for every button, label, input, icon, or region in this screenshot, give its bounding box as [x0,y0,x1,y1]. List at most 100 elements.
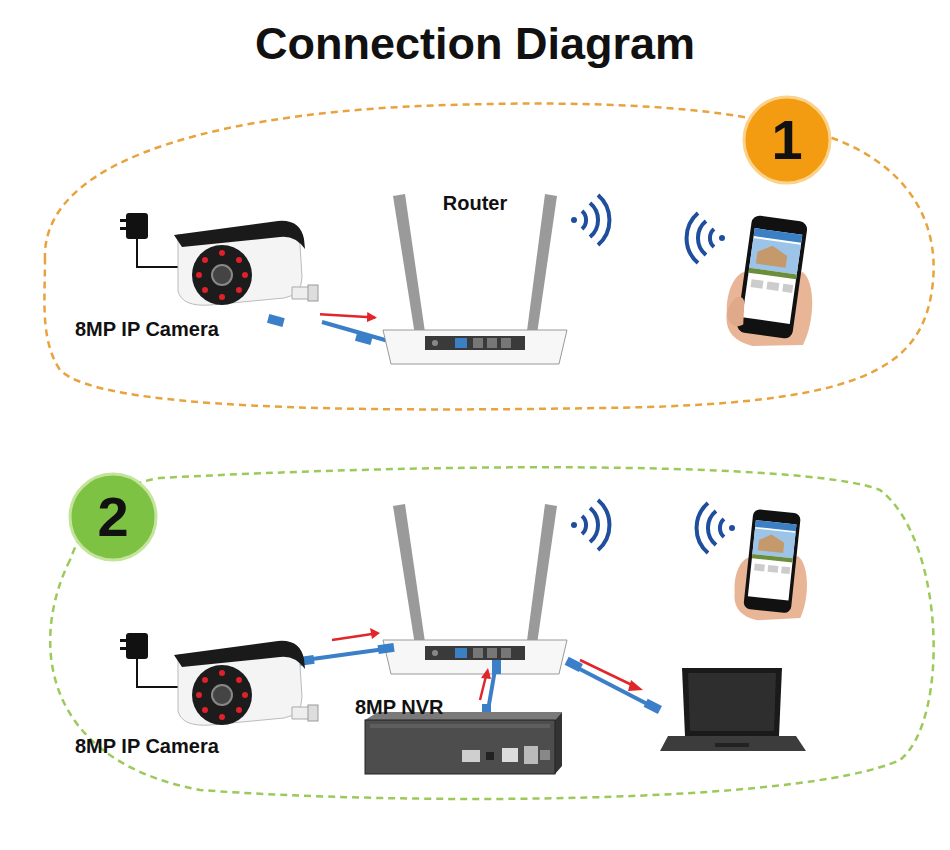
nvr-illustration [486,752,494,760]
router-illustration [455,648,467,658]
network-cable [298,628,395,666]
camera-illustration [126,213,148,239]
camera-illustration [126,633,148,659]
smartphone [743,509,801,614]
camera-illustration [70,625,320,735]
smartphone [768,565,779,573]
router-illustration [487,338,497,348]
wifi-signal [582,516,586,534]
router-illustration [425,336,525,350]
smartphone [782,284,793,293]
camera-illustration [202,287,208,293]
router-illustration [501,648,511,658]
wifi-signal [710,229,714,247]
camera-illustration [308,285,318,301]
camera-illustration [192,245,252,305]
network-cable [370,628,380,639]
wifi-signal [720,519,724,537]
laptop [715,743,749,747]
camera-illustration [137,239,182,267]
smartphone [781,566,790,574]
diagram-title: Connection Diagram [0,18,950,70]
wifi-signal [729,525,735,531]
device-label: 8MP IP Camera [75,318,219,341]
callout-circle [70,474,156,560]
laptop [660,736,806,751]
wifi-signal [582,211,586,229]
camera-illustration [174,221,305,249]
camera-illustration [242,272,248,278]
camera-illustration [219,294,225,300]
smartphone [754,564,765,572]
smartphone [736,215,808,340]
network-cable [480,676,486,700]
nvr-illustration [370,724,550,728]
smartphone [748,520,797,600]
nvr-node: 8MP NVR [350,690,565,785]
router-illustration [487,648,497,658]
nvr-illustration [524,746,538,764]
nvr-illustration [502,748,518,762]
nvr-illustration [462,750,480,762]
wifi-signal [708,511,716,545]
camera-illustration [236,257,242,263]
camera-illustration [174,641,305,669]
camera-illustration [70,205,320,315]
router-node: Router [375,188,575,368]
camera-illustration [192,665,252,725]
router-illustration [525,504,557,658]
router-illustration [393,194,427,348]
network-cable [355,332,373,345]
camera-illustration [202,257,208,263]
wifi-signal [571,217,577,223]
camera-illustration [120,647,128,650]
group-loop [50,467,933,799]
camera-illustration [137,659,182,687]
router-illustration [383,640,567,674]
laptop [688,673,776,731]
network-cable [644,699,662,714]
device-label: 8MP IP Camera [75,735,219,758]
camera-illustration [292,287,310,299]
smartphone [752,554,793,562]
smartphone [749,268,797,280]
wifi-signal [687,213,725,263]
smartphone [722,213,825,354]
smartphone [756,244,788,268]
network-cable [481,668,491,679]
wifi-signal [598,500,609,550]
wifi-signal [590,508,598,542]
camera-illustration [202,677,208,683]
camera-illustration [212,265,232,285]
camera-node: 8MP IP Camera [70,625,320,760]
camera-illustration [236,677,242,683]
network-cable [565,657,662,714]
device-label: Router [375,192,575,215]
smartphone [742,228,802,324]
laptop [682,668,782,736]
camera-illustration [212,685,232,705]
camera-illustration [196,692,202,698]
network-cable [267,314,392,345]
router-illustration [501,338,511,348]
network-cable [565,657,583,672]
camera-illustration [236,287,242,293]
camera-illustration [120,219,128,222]
camera-illustration [196,272,202,278]
camera-illustration [202,707,208,713]
network-cable [580,660,634,686]
device-label: 8MP NVR [355,696,444,719]
wifi-signal [697,503,708,553]
nvr-illustration [555,712,562,774]
camera-node: 8MP IP Camera [70,205,320,345]
camera-illustration [236,707,242,713]
camera-illustration [308,705,318,721]
wifi-signal [598,195,609,245]
wifi-signal [698,221,706,255]
callout-number: 2 [70,474,156,560]
network-cable [378,643,395,654]
wifi-signal [719,235,725,241]
camera-illustration [242,692,248,698]
network-cable [492,660,501,674]
